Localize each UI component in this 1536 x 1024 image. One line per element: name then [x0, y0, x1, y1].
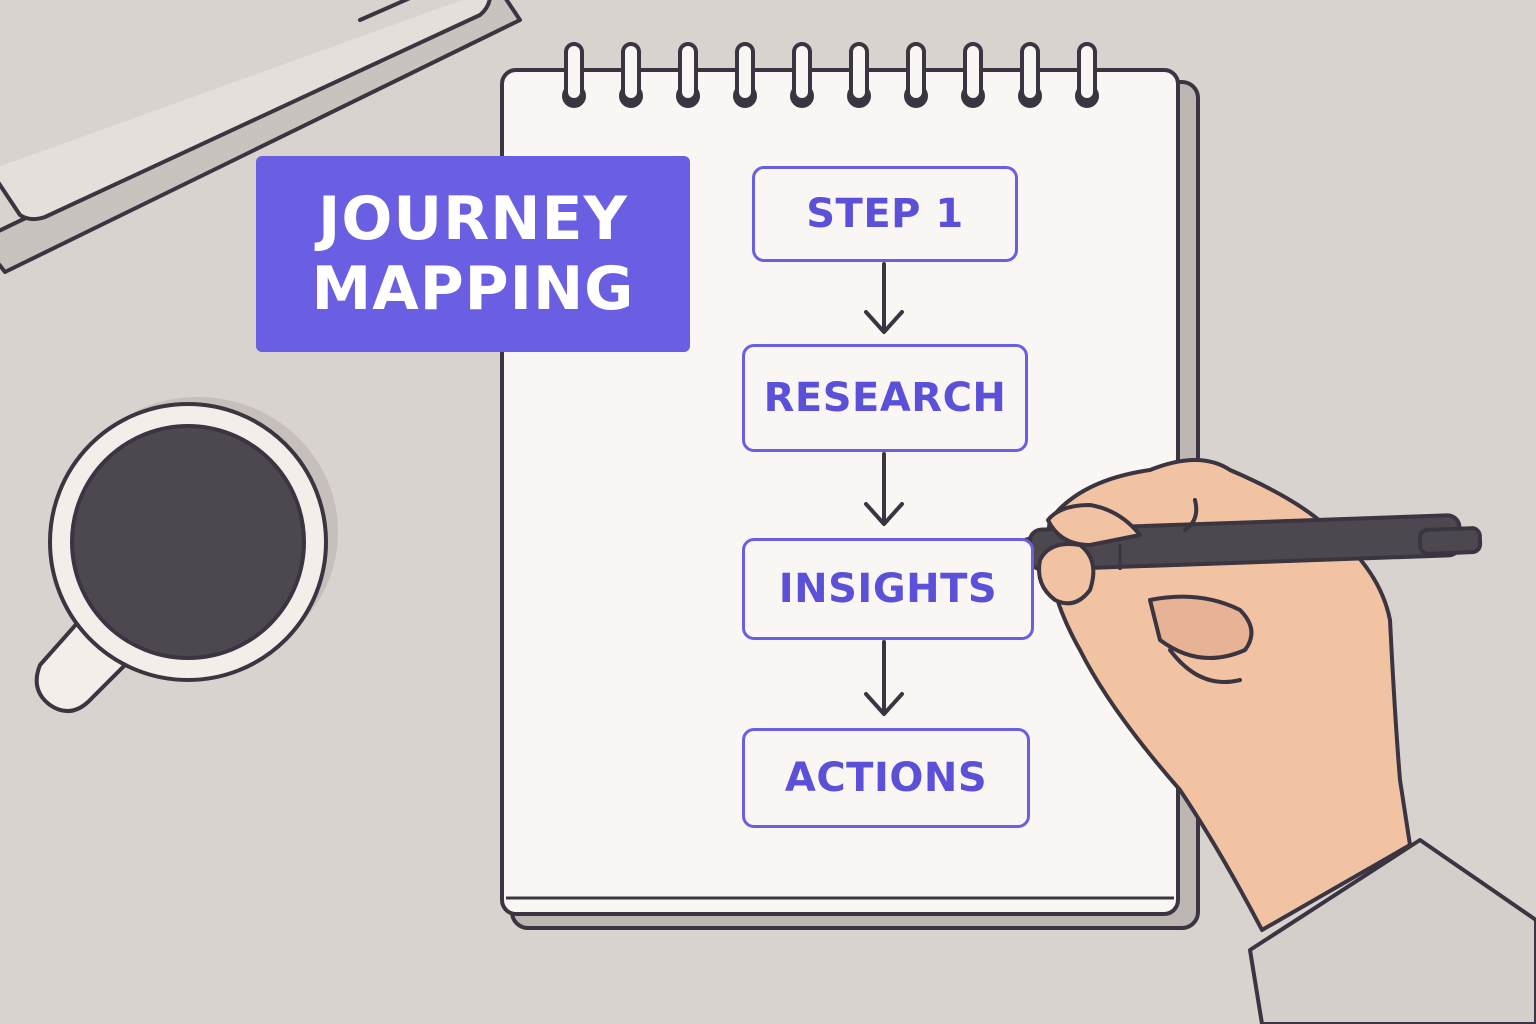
arrow-down-icon [864, 640, 904, 716]
tablet-icon [0, 0, 522, 274]
coffee-cup-icon [34, 397, 338, 714]
title-line-2: MAPPING [311, 254, 635, 324]
flow-arrows [864, 262, 904, 716]
spiral-rings [562, 42, 1099, 108]
flow-step-box: INSIGHTS [742, 538, 1034, 640]
flow-step-box: RESEARCH [742, 344, 1028, 452]
title-line-1: JOURNEY [318, 184, 628, 254]
title-badge: JOURNEY MAPPING [256, 156, 690, 352]
flow-step-box: STEP 1 [752, 166, 1018, 262]
arrow-down-icon [864, 452, 904, 526]
arrow-down-icon [864, 262, 904, 334]
flow-step-label: RESEARCH [763, 375, 1007, 421]
flow-step-label: STEP 1 [806, 191, 964, 237]
flow-step-label: INSIGHTS [778, 566, 998, 612]
flow-step-label: ACTIONS [784, 755, 988, 801]
hand-with-pen-icon [980, 458, 1536, 1024]
flow-step-box: ACTIONS [742, 728, 1030, 828]
